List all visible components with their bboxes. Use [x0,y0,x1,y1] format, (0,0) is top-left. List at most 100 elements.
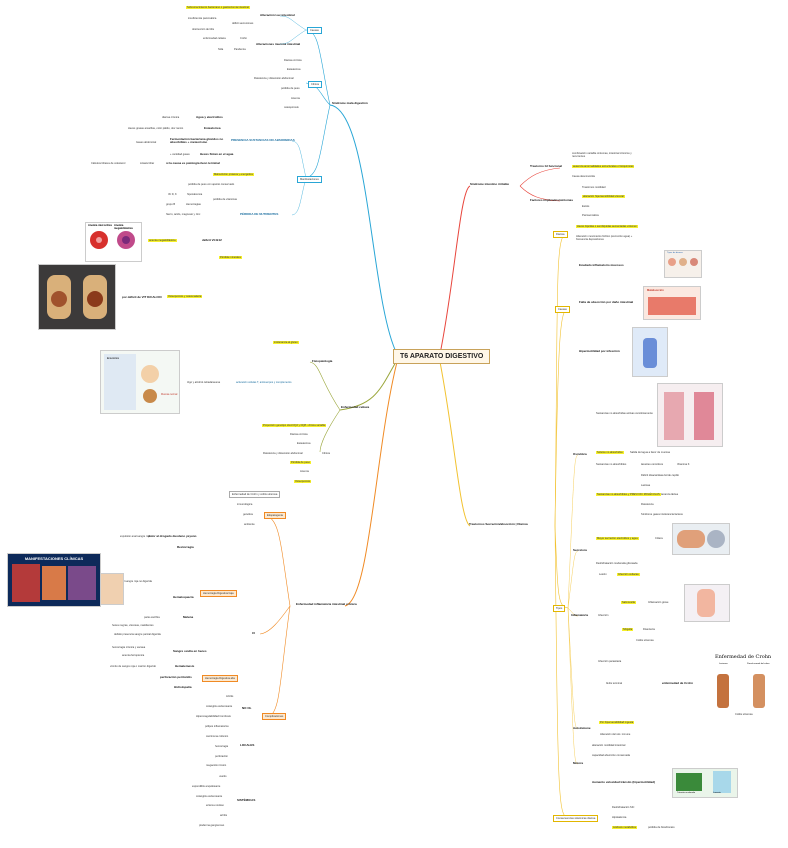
node-mucosa-item[interactable]: enfermedad celiaca [203,37,226,40]
node-hb-item[interactable]: vómito de sangre roja o marrón digerido [110,665,156,668]
node-sist-item[interactable]: artritis [220,814,228,817]
node-presencia-right[interactable]: Heces flotan en el agua [200,152,234,156]
node-infl-item[interactable]: Lesión [599,573,607,576]
node-tipos[interactable]: Tipos [553,605,566,612]
node-auto-item[interactable]: Alteración del sist. inmune [600,733,631,736]
node-presencia-left[interactable]: + cantidad gases [170,153,190,156]
node-osm-item[interactable]: Flatulencia [641,503,654,506]
node-clinica-item[interactable]: Anemia [291,97,300,100]
node-inflamatoria[interactable]: Inflamatoria [571,613,589,617]
node-presencia-left[interactable]: Heces grasas amarillas, color pálido, ol… [128,127,184,130]
node-hb-item[interactable]: parte escribía [144,616,160,619]
node-ci[interactable]: CI [252,631,255,635]
node-diarrea-causas[interactable]: Causas [555,306,570,313]
node-diarrea-item[interactable]: Alteración movimiento hídrico (excreción… [576,235,633,241]
node-factores-item[interactable]: alteración hipersensibilidad visceral [582,195,625,198]
subtopic-causas[interactable]: Causas [307,27,322,34]
node-infl-item[interactable]: Ileítis terminal [606,682,622,685]
node-presencia-right[interactable]: Esteatorrea [204,126,221,130]
node-perdida-item[interactable]: Malnutrición proteica y energética [213,173,254,176]
node-clinica-item[interactable]: Diarrea crónica [284,59,302,62]
node-causa-item[interactable]: Sobrecrecimiento bacteriano o gastrectom… [186,6,250,9]
node-fisio-item[interactable]: trigo y alcohol cebada/avena [187,381,221,384]
node-perdida-item[interactable]: Osteoporosis y osteomalacia [167,295,203,298]
node-etio-item[interactable]: inmunológica [237,503,253,506]
node-causa-item[interactable]: déficit secreciones [232,22,254,25]
node-perdida-item[interactable]: hierro, ácido, magnesio y zinc [166,213,201,216]
node-motora-item[interactable]: alteración motilidad intestinal [592,744,626,747]
node-presencia-left[interactable]: Gases abdominal [136,141,157,144]
node-diarrea-causa[interactable]: Exudado inflamatorio mucosos [579,263,624,267]
node-motora-item[interactable]: capacidad absorción conservada [592,754,630,757]
root-topic[interactable]: T6 APARATO DIGESTIVO [393,349,491,364]
node-infl-item[interactable]: Colitis ulcerosa [636,639,654,642]
node-hb-item[interactable]: dolor al drogado duodeno yeyuno [148,534,197,538]
node-perdida-item[interactable]: grupo B [166,203,176,206]
node-hb-item[interactable]: expulsión anal sangre roja no digerida [108,580,152,583]
node-etio-item[interactable]: genética [243,513,253,516]
node-trastorno-item[interactable]: ausencia anormalidades estructurales o b… [572,165,635,168]
node-local-item[interactable]: carcinoma colónico [206,735,229,738]
node-hb-item[interactable]: Melena [183,615,194,619]
node-osmotica[interactable]: Osmótica [573,452,587,456]
node-hb-item[interactable]: anemia ferropénica [122,654,145,657]
node-nolocal-item[interactable]: Hipercoagulabilidad trombosis [196,715,231,718]
node-nolocales[interactable]: NO OL [242,706,252,710]
node-osm-item[interactable]: Déficit disacaridasa borde cepillo [641,474,679,477]
node-factores-item[interactable]: Trastornos motilidad [582,186,606,189]
node-clinica-item[interactable]: Flatulencia y distensión abdominal [254,77,294,80]
node-hemorragia-baja[interactable]: Hemorragia Digestiva baja [200,590,237,597]
node-factores-item[interactable]: Estrés [582,205,590,208]
node-perdida-item[interactable]: pérdida de peso con apetito conservado [188,183,235,186]
node-diarrea-def[interactable]: Diarrea [553,231,568,238]
node-ha-item[interactable]: Hidrolopatía [174,685,192,689]
node-secretora[interactable]: Secretora [573,548,587,552]
node-alteraciones-mucosa[interactable]: Alteraciones mucosa intestinal [256,42,301,46]
node-perdida-nutrientes[interactable]: PÉRDIDA DE NUTRIENTES [240,212,279,216]
node-sist-item[interactable]: pioderma gangrenoso [199,824,225,827]
node-hb-item[interactable]: expulsión anal sangre roja [120,535,151,538]
node-perdida-mid[interactable]: hipocalcemia [187,193,203,196]
node-osm-item[interactable]: Lactosa [641,484,651,487]
node-infl-item[interactable]: Infección parasitaria [598,660,622,663]
node-mucosa-item[interactable]: Sida [218,48,224,51]
node-complicaciones[interactable]: Complicaciones [262,713,287,720]
node-perdida-item[interactable]: Vit D, K [168,193,177,196]
node-hemorragia-alta[interactable]: Hemorragia Digestiva alta [202,675,238,682]
node-cons-item[interactable]: Deshidratación SIC [612,806,635,809]
node-local-item[interactable]: perforación [215,755,228,758]
node-locales[interactable]: LOCALES [240,743,255,747]
node-nolocal-item[interactable]: pólipos inflamatorios [205,725,229,728]
node-infl-item[interactable]: Inflamación grave [648,601,669,604]
node-sec-item[interactable]: Cólera [655,537,663,540]
node-presencia-right[interactable]: si la causa es patología íleon terminal [166,161,220,165]
node-sec-item[interactable]: Mayor secreción electrolitos y agua [596,537,639,540]
topic-diarrea[interactable]: Trastornos Secreción/absorción | Diarrea [469,522,528,526]
node-celiaca-clinica-item[interactable]: Anemia [300,470,309,473]
node-hb-item[interactable]: Hematemesis [175,664,195,668]
node-factores-item[interactable]: Psicosomática [582,214,599,217]
node-cons-item[interactable]: Acidosis metabólica [612,826,637,829]
node-perdida-mid[interactable]: Hemorragias [186,203,201,206]
node-perdida-right[interactable]: pérdida de vitaminas [213,198,237,201]
node-local-item[interactable]: hemorragia [215,745,229,748]
node-infl-item[interactable]: Shigella [622,628,634,631]
node-celiaca-clinica[interactable]: Clínica [322,452,330,455]
node-local-item[interactable]: megacolon tóxico [206,764,227,767]
node-sistemicas[interactable]: SISTÉMICAS [237,798,256,802]
node-auto-item[interactable]: Por hipersensibilidad ingesta [599,721,635,724]
node-fisio-item[interactable]: intolerancia al gluten [273,341,299,344]
subtopic-clinica[interactable]: Clínica [308,81,322,88]
node-perdida-left[interactable]: por déficit de VIT D/CALCIO [122,295,162,299]
node-osm-item[interactable]: laxantes osmóticos [641,463,664,466]
node-presencia-right[interactable]: Fermentación bacteriana glúcidos no abso… [170,137,224,144]
node-clinica-item[interactable]: Esteatorrea [287,68,301,71]
node-consecuencias[interactable]: Consecuencias sistémicas diarrea [553,815,599,822]
topic-celiaca[interactable]: Enfermedad celíaca [341,405,370,409]
node-ha-item[interactable]: perforación peritonitis [160,675,192,679]
node-sist-item[interactable]: eritema nodoso [206,804,224,807]
node-trastorno-item[interactable]: Causa desconocida [572,175,595,178]
node-perdida-right[interactable]: déficit Vit B12 [202,238,222,242]
node-cons-item[interactable]: pérdida de bicarbonato [648,826,675,829]
topic-intestino-irritable[interactable]: Síndrome intestino irritable [470,182,510,186]
